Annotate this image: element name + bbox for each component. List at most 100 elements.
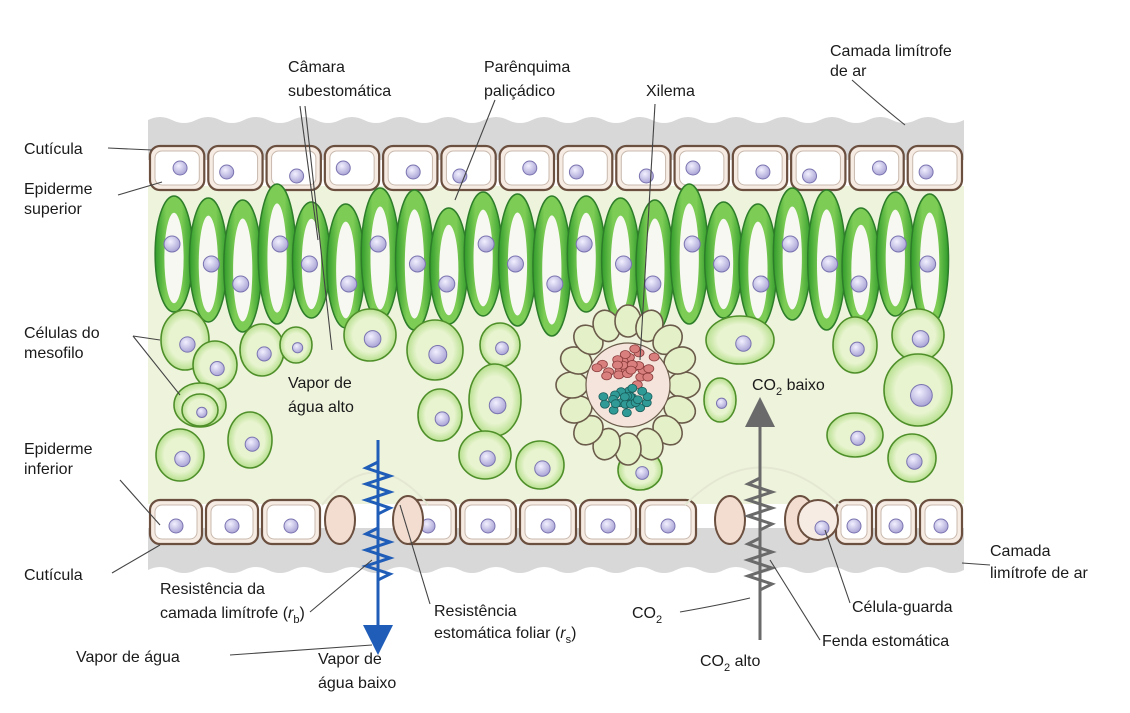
nucleus — [478, 236, 494, 252]
high-water-vapor-label-1: Vapor de — [288, 375, 352, 392]
nucleus — [225, 519, 239, 533]
nucleus — [535, 461, 550, 476]
nucleus — [716, 398, 726, 408]
low-water-vapor-label-2: água baixo — [318, 675, 396, 692]
nucleus — [169, 519, 183, 533]
xylem-cell — [592, 364, 602, 372]
boundary-layer-resistance-label-1: Resistência da — [160, 581, 265, 598]
nucleus — [782, 236, 798, 252]
nucleus — [822, 256, 838, 272]
nucleus — [911, 385, 933, 407]
palisade-label-2: paliçádico — [484, 83, 555, 100]
nucleus — [661, 519, 675, 533]
nucleus — [220, 165, 234, 179]
xylem-cell — [614, 371, 624, 379]
mesophyll-label-2: mesofilo — [24, 345, 84, 362]
phloem-cell — [633, 396, 642, 404]
xylem-cell — [649, 353, 659, 361]
nucleus — [889, 519, 903, 533]
nucleus — [480, 451, 495, 466]
high-co2-label: CO2 alto — [700, 653, 760, 674]
nucleus — [210, 362, 224, 376]
high-water-vapor-label-2: água alto — [288, 399, 354, 416]
nucleus — [429, 346, 447, 364]
palisade-parenchyma — [155, 184, 948, 336]
nucleus — [173, 161, 187, 175]
nucleus — [753, 276, 769, 292]
nucleus — [272, 236, 288, 252]
nucleus — [576, 236, 592, 252]
nucleus — [257, 347, 271, 361]
nucleus — [364, 331, 381, 348]
nucleus — [496, 342, 509, 355]
nucleus — [164, 236, 180, 252]
boundary-layer-resistance-label-2: camada limítrofe (rb) — [160, 605, 305, 626]
nucleus — [290, 169, 304, 183]
phloem-cell — [622, 409, 631, 417]
nucleus — [850, 342, 864, 356]
nucleus — [736, 336, 751, 351]
nucleus — [336, 161, 350, 175]
nucleus — [180, 337, 195, 352]
nucleus — [851, 431, 865, 445]
phloem-cell — [638, 387, 647, 395]
phloem-cell — [628, 384, 637, 392]
lower-boundary-layer-label-1: Camada — [990, 543, 1051, 560]
nucleus — [890, 236, 906, 252]
nucleus — [636, 467, 649, 480]
nucleus — [851, 276, 867, 292]
nucleus — [523, 161, 537, 175]
nucleus — [370, 236, 386, 252]
nucleus — [714, 256, 730, 272]
nucleus — [489, 397, 506, 414]
water-vapor-label: Vapor de água — [76, 649, 180, 666]
phloem-cell — [599, 393, 608, 401]
cuticle-bottom-label: Cutícula — [24, 567, 83, 584]
nucleus — [245, 437, 259, 451]
lower-boundary-layer-label-2: limítrofe de ar — [990, 565, 1088, 582]
phloem-cell — [600, 400, 609, 408]
nucleus — [481, 519, 495, 533]
substomatal-chamber-label-2: subestomática — [288, 83, 391, 100]
nucleus — [409, 256, 425, 272]
nucleus — [203, 256, 219, 272]
nucleus — [907, 454, 922, 469]
nucleus — [872, 161, 886, 175]
nucleus — [934, 519, 948, 533]
nucleus — [684, 236, 700, 252]
bundle-sheath-cell — [668, 372, 700, 398]
stomatal-resistance-label-2: estomática foliar (rs) — [434, 625, 576, 646]
substomatal-chamber-label-1: Câmara — [288, 59, 345, 76]
xylem-label: Xilema — [646, 83, 695, 100]
nucleus — [912, 331, 929, 348]
phloem-cell — [620, 393, 629, 401]
nucleus — [175, 451, 190, 466]
stomatal-resistance-label-1: Resistência — [434, 603, 517, 620]
nucleus — [616, 256, 632, 272]
nucleus — [645, 276, 661, 292]
nucleus — [601, 519, 615, 533]
xylem-cell — [613, 361, 623, 369]
upper-boundary-layer-label-1: Camada limítrofe — [830, 43, 952, 60]
nucleus — [686, 161, 700, 175]
nucleus — [439, 276, 455, 292]
stomatal-pore-label: Fenda estomática — [822, 633, 949, 650]
nucleus — [507, 256, 523, 272]
nucleus — [919, 165, 933, 179]
nucleus — [541, 519, 555, 533]
guard-cell-label: Célula-guarda — [852, 599, 953, 616]
mesophyll-label-1: Células do — [24, 325, 100, 342]
vascular-bundle — [556, 305, 700, 465]
nucleus — [301, 256, 317, 272]
nucleus — [292, 343, 302, 353]
nucleus — [197, 407, 207, 417]
co2-label: CO2 — [632, 605, 662, 626]
xylem-cell — [644, 365, 654, 373]
xylem-cell — [630, 345, 640, 353]
nucleus — [284, 519, 298, 533]
upper-boundary-layer-label-2: de ar — [830, 63, 867, 80]
bundle-sheath-cell — [556, 372, 588, 398]
low-water-vapor-label-1: Vapor de — [318, 651, 382, 668]
lower-epidermis-label-2: inferior — [24, 461, 74, 478]
